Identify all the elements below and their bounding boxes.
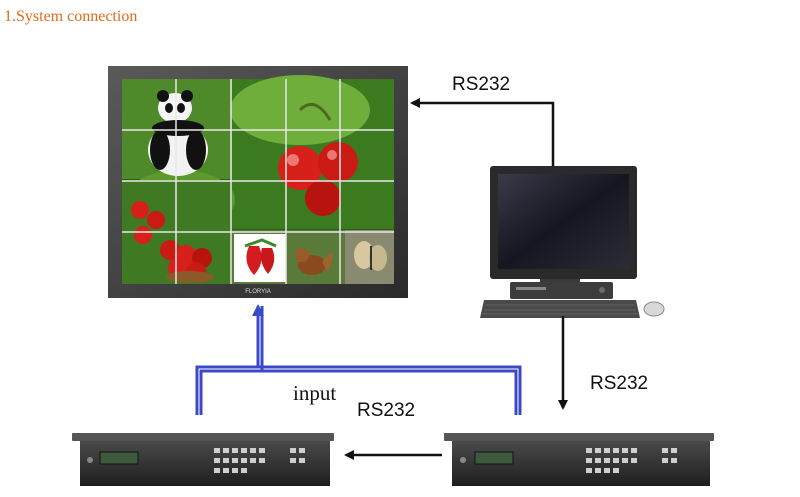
rs232-label-top: RS232 [452,74,511,95]
mouse [643,301,665,317]
rs232-label-right: RS232 [590,373,649,394]
device-right [444,433,714,486]
video-wall-bezel-grid [122,79,394,284]
diagram-heading: 1.System connection [4,8,138,25]
computer-screen [498,174,629,269]
butterfly-image [354,241,387,271]
squirrel-image [295,248,333,275]
computer [480,166,665,318]
keyboard [480,300,640,318]
cherries-image [278,102,358,216]
strawberry-tile [234,234,286,282]
video-wall: FLORYIA [108,66,408,298]
rs232-wall-arrow [410,98,555,166]
video-wall-brand: FLORYIA [245,289,271,295]
rs232-label-middle: RS232 [357,400,416,421]
device-left [72,433,334,486]
input-lines [195,304,522,415]
panda-image [148,90,208,176]
computer-case [510,282,613,299]
input-label: input [293,381,337,405]
